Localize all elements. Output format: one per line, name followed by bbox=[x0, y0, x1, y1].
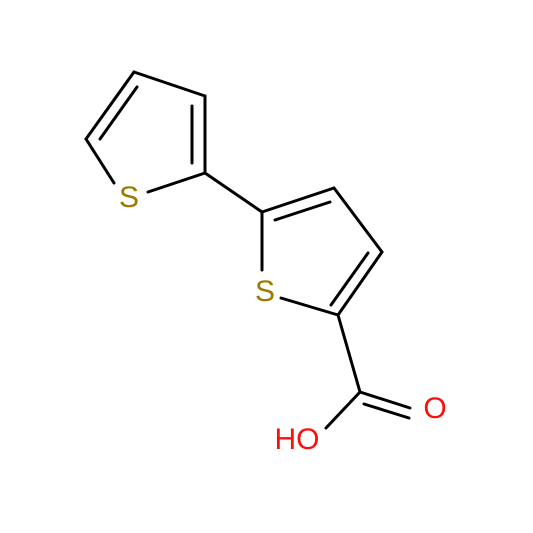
bond bbox=[336, 313, 362, 394]
double-bond-inner bbox=[329, 251, 370, 307]
bond bbox=[260, 186, 336, 214]
atom-label-sulfur-right: S bbox=[255, 275, 275, 308]
bond bbox=[336, 250, 384, 317]
inter-ring-bond bbox=[203, 171, 264, 214]
double-bond-inner bbox=[273, 200, 332, 222]
bond bbox=[324, 390, 362, 430]
carboxylic-acid-group bbox=[324, 313, 412, 430]
atom-label-oxygen: O bbox=[423, 392, 446, 425]
thiophene-ring-right bbox=[260, 186, 384, 317]
bond bbox=[279, 296, 340, 317]
bond bbox=[84, 137, 116, 185]
bond bbox=[132, 70, 207, 98]
atom-label-hydroxyl: HO bbox=[275, 423, 320, 456]
thiophene-ring-left bbox=[84, 70, 207, 194]
bond bbox=[146, 171, 207, 194]
bond bbox=[84, 70, 136, 141]
double-bond-co-inner bbox=[362, 402, 411, 420]
atom-label-sulfur-left: S bbox=[119, 181, 139, 214]
double-bond-co-outer bbox=[358, 390, 412, 410]
double-bond-inner bbox=[98, 85, 139, 141]
bond bbox=[332, 186, 384, 254]
